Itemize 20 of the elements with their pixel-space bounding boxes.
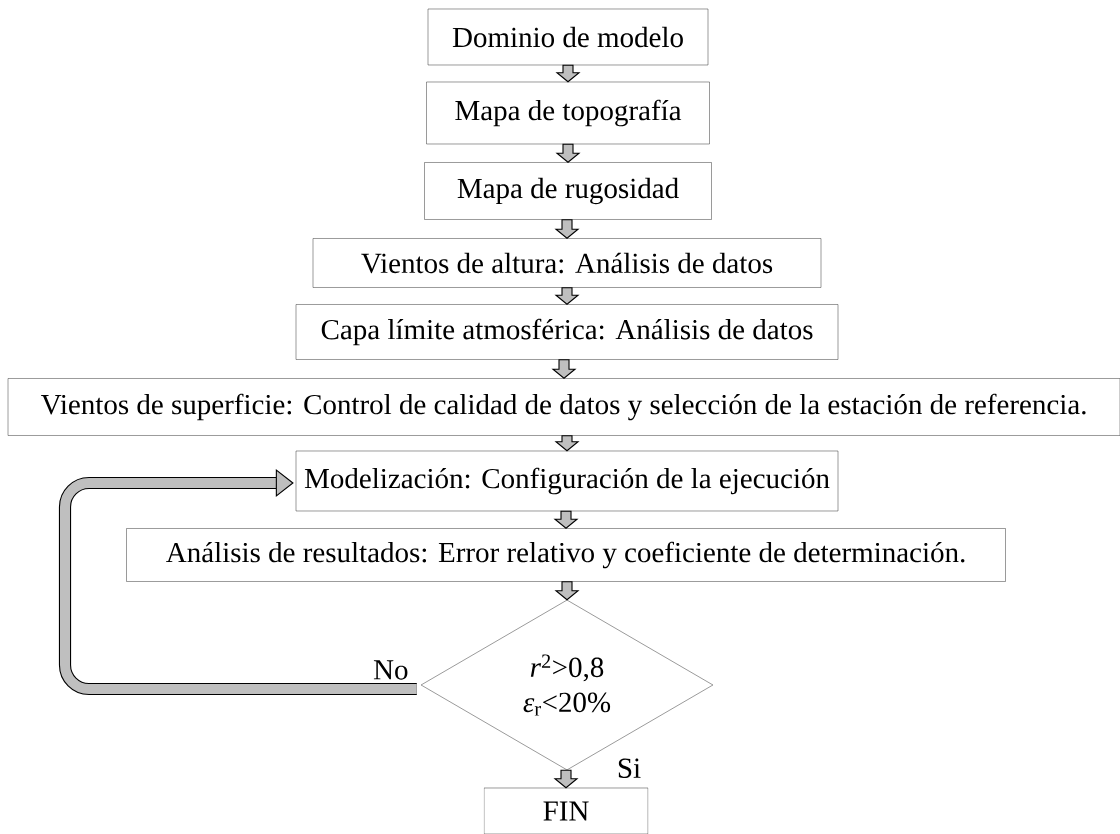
- process-box: Mapa de topografía: [426, 81, 710, 145]
- loop-arrow: [58, 468, 417, 696]
- edge-label: No: [372, 659, 410, 681]
- block-arrow: [555, 64, 581, 83]
- block-arrow: [555, 143, 581, 163]
- process-box: Análisis de resultados: Error relativo y coeficiente de determinación.: [126, 528, 1006, 582]
- process-box: FIN: [483, 787, 649, 834]
- process-box: Modelización: Configuración de la ejecución: [295, 450, 839, 512]
- process-box: Dominio de modelo: [427, 8, 709, 66]
- block-arrow: [554, 581, 580, 601]
- block-arrow: [553, 769, 579, 789]
- block-arrow: [551, 359, 577, 379]
- process-box: Capa límite atmosférica: Análisis de datos: [295, 304, 839, 360]
- block-arrow: [554, 435, 580, 452]
- process-box: Mapa de rugosidad: [424, 162, 712, 220]
- process-box: Vientos de altura: Análisis de datos: [312, 238, 822, 288]
- block-arrow: [554, 219, 580, 239]
- block-arrow: [553, 510, 579, 529]
- block-arrow: [554, 287, 580, 305]
- process-box: Vientos de superficie: Control de calidad de datos y selección de la estación de referencia.: [7, 378, 1120, 436]
